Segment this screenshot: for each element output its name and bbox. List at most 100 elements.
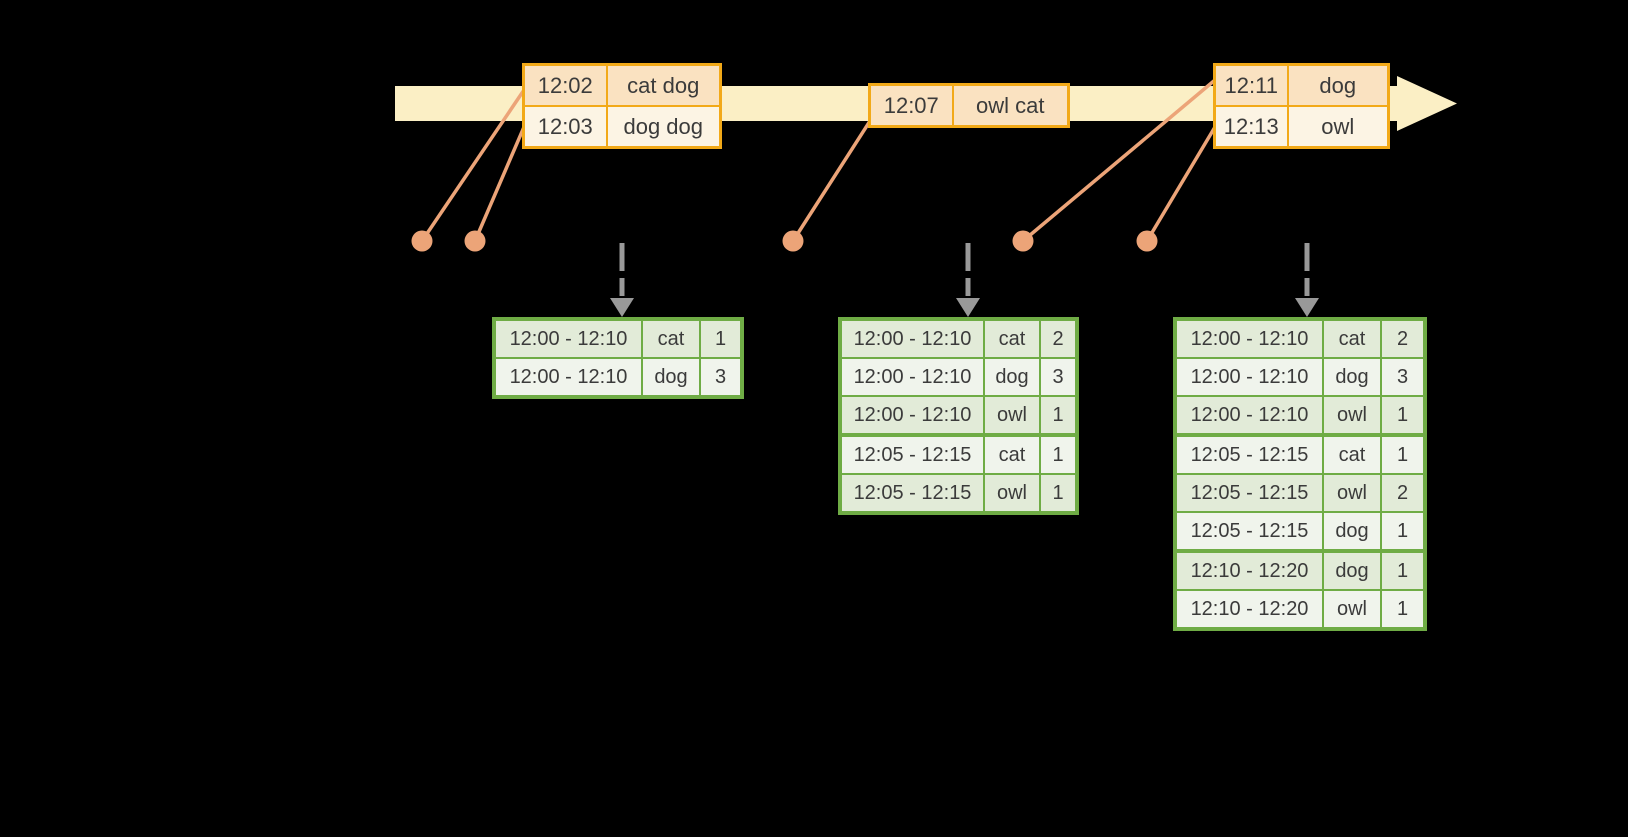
word-cell: cat (983, 433, 1041, 475)
count-cell: 1 (1039, 473, 1078, 514)
event-dot (1136, 230, 1158, 252)
event-words-cell: cat dog (605, 63, 722, 107)
word-cell: cat (1322, 433, 1382, 475)
word-cell: dog (983, 357, 1041, 397)
event-time-cell: 12:02 (522, 63, 608, 107)
event-time-cell: 12:03 (522, 105, 608, 149)
word-cell: cat (983, 318, 1041, 359)
window-cell: 12:05 - 12:15 (1174, 473, 1324, 513)
event-words-cell: dog (1286, 63, 1390, 107)
count-cell: 3 (1380, 357, 1426, 397)
count-cell: 1 (1039, 433, 1078, 475)
word-cell: owl (1322, 473, 1382, 513)
event-words-cell: owl cat (951, 83, 1070, 128)
count-cell: 1 (1380, 433, 1426, 475)
word-cell: owl (1322, 589, 1382, 630)
leader-line (420, 89, 526, 242)
timeline-arrow-head (1397, 76, 1457, 131)
window-cell: 12:00 - 12:10 (1174, 357, 1324, 397)
window-cell: 12:05 - 12:15 (839, 433, 985, 475)
trigger-arrow (956, 243, 980, 317)
leader-line (1021, 78, 1217, 243)
leader-line (1145, 126, 1217, 242)
count-cell: 1 (699, 318, 743, 359)
count-cell: 3 (699, 357, 743, 398)
count-cell: 2 (1039, 318, 1078, 359)
word-cell: cat (641, 318, 701, 359)
trigger-arrow (1295, 243, 1319, 317)
word-cell: dog (1322, 549, 1382, 591)
event-time-cell: 12:07 (868, 83, 954, 128)
event-dot (464, 230, 486, 252)
count-cell: 1 (1380, 549, 1426, 591)
word-cell: owl (983, 395, 1041, 436)
window-cell: 12:00 - 12:10 (493, 318, 643, 359)
word-cell: dog (1322, 357, 1382, 397)
window-cell: 12:10 - 12:20 (1174, 589, 1324, 630)
event-dots (411, 230, 1158, 252)
leader-lines (420, 78, 1217, 243)
event-time-cell: 12:13 (1213, 105, 1289, 149)
leader-line (473, 126, 526, 242)
count-cell: 2 (1380, 473, 1426, 513)
event-words-cell: owl (1286, 105, 1390, 149)
count-cell: 1 (1380, 511, 1426, 552)
word-cell: owl (983, 473, 1041, 514)
window-cell: 12:00 - 12:10 (1174, 318, 1324, 359)
window-cell: 12:05 - 12:15 (1174, 433, 1324, 475)
word-cell: cat (1322, 318, 1382, 359)
word-cell: dog (1322, 511, 1382, 552)
count-cell: 1 (1039, 395, 1078, 436)
window-cell: 12:00 - 12:10 (493, 357, 643, 398)
count-cell: 3 (1039, 357, 1078, 397)
event-words-cell: dog dog (605, 105, 722, 149)
word-cell: owl (1322, 395, 1382, 436)
event-dot (1012, 230, 1034, 252)
window-cell: 12:10 - 12:20 (1174, 549, 1324, 591)
count-cell: 1 (1380, 395, 1426, 436)
window-cell: 12:00 - 12:10 (1174, 395, 1324, 436)
window-cell: 12:00 - 12:10 (839, 318, 985, 359)
word-cell: dog (641, 357, 701, 398)
count-cell: 2 (1380, 318, 1426, 359)
event-time-cell: 12:11 (1213, 63, 1289, 107)
event-dot (782, 230, 804, 252)
window-cell: 12:00 - 12:10 (839, 395, 985, 436)
trigger-arrow (610, 243, 634, 317)
trigger-arrows (610, 243, 1319, 317)
leader-line (791, 120, 872, 242)
event-dot (411, 230, 433, 252)
